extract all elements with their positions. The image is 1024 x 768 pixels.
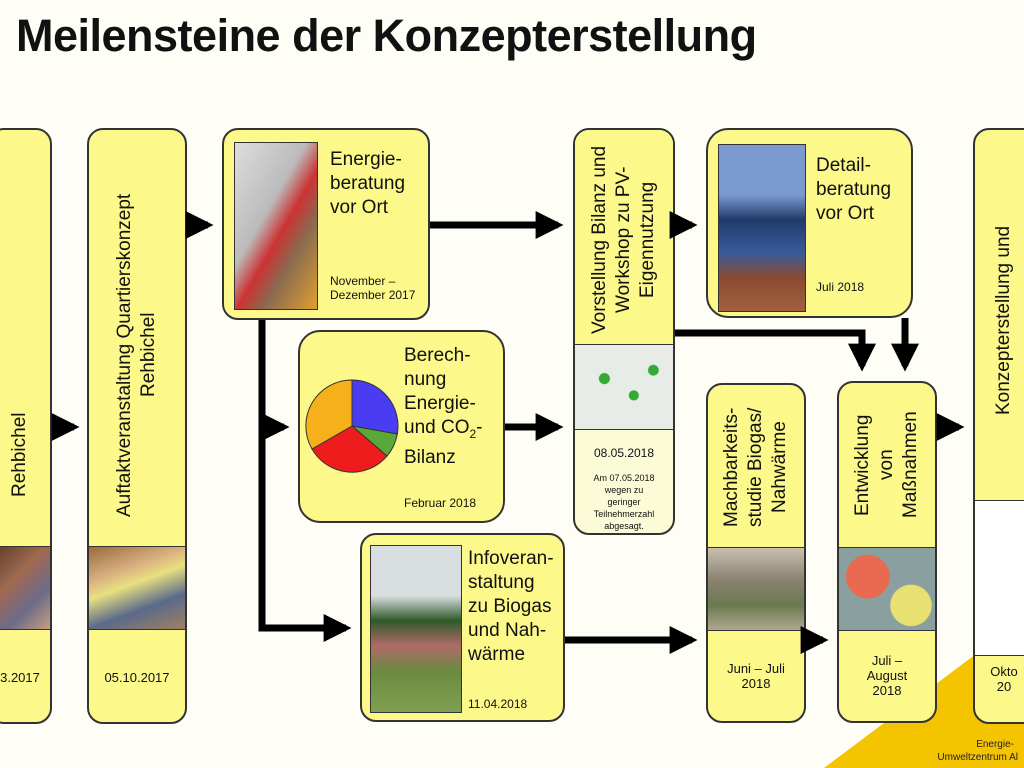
subscript: 2 <box>469 426 477 441</box>
milestone-rehbichel: Rehbichel 3.2017 <box>0 128 52 724</box>
logo-text-2: Umweltzentrum Al <box>937 752 1018 763</box>
map-image <box>575 344 673 430</box>
logo-text-1: Energie- <box>976 739 1014 750</box>
arrow-c-e <box>258 425 352 642</box>
milestone-infoveranstaltung: Infoveran- staltung zu Biogas und Nah- w… <box>360 533 565 722</box>
milestone-date: Juni – Juli 2018 <box>727 661 785 691</box>
milestone-date: November – Dezember 2017 <box>330 274 416 302</box>
milestone-date: Juli 2018 <box>816 280 865 294</box>
arrow-f-i <box>675 329 876 372</box>
milestone-text: Detail- beratung vor Ort <box>816 155 892 224</box>
site-photo <box>708 547 804 631</box>
solar-panel-photo <box>718 144 806 312</box>
page-title: Meilensteine der Konzepterstellung <box>16 10 757 61</box>
cancellation-note: Am 07.05.2018 wegen zu geringer Teilnehm… <box>593 473 655 531</box>
milestone-date: 3.2017 <box>0 670 40 685</box>
document-cover <box>975 500 1024 656</box>
workshop-cards-photo <box>839 547 935 631</box>
milestone-date: Februar 2018 <box>404 496 477 510</box>
pie-chart-icon <box>305 379 399 473</box>
milestone-workshop: Vorstellung Bilanz und Workshop zu PV-Ei… <box>573 128 675 535</box>
milestone-date: Juli – August 2018 <box>866 653 908 698</box>
milestone-text: Infoveran- staltung zu Biogas und Nah- w… <box>468 548 554 665</box>
consultation-photo <box>234 142 318 310</box>
milestone-text: Energie- beratung vor Ort <box>330 149 406 218</box>
milestone-text: Berech- nung Energie- und CO <box>404 345 476 438</box>
milestone-massnahmen: Entwicklung von Maßnahmen Juli – August … <box>837 381 937 723</box>
arrow-c-d <box>258 320 290 441</box>
milestone-date: 05.10.2017 <box>104 670 170 685</box>
milestone-date: 11.04.2018 <box>468 697 528 711</box>
milestone-bilanz: Berech- nung Energie- und CO2- Bilanz Fe… <box>298 330 505 523</box>
milestone-energieberatung: Energie- beratung vor Ort November – Dez… <box>222 128 430 320</box>
biogas-plant-photo <box>370 545 462 713</box>
milestone-auftakt: Auftaktveranstaltung Quartierskonzept Re… <box>87 128 187 724</box>
milestone-detailberatung: Detail- beratung vor Ort Juli 2018 <box>706 128 913 318</box>
milestone-date: Okto 20 <box>990 664 1018 694</box>
milestone-machbarkeitsstudie: Machbarkeits- studie Biogas/ Nahwärme Ju… <box>706 383 806 723</box>
milestone-date: 08.05.2018 <box>593 446 655 460</box>
milestone-text-2: - Bilanz <box>404 417 483 468</box>
meeting-photo <box>0 546 50 630</box>
meeting-photo <box>89 546 185 630</box>
milestone-konzepterstellung: Konzepterstellung und Okto 20 <box>973 128 1024 724</box>
